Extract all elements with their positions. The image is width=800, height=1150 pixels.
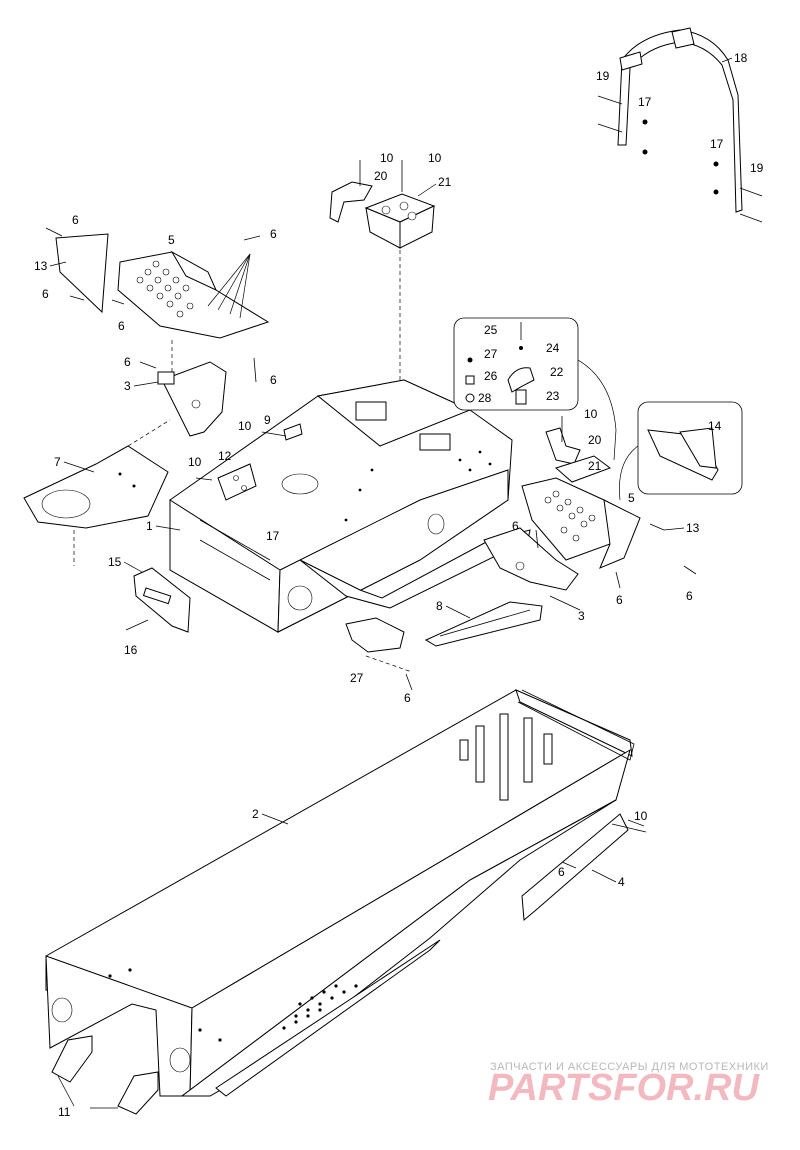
footrest-holes [136, 260, 194, 318]
callout-14: 14 [708, 419, 722, 433]
callout-13-right: 13 [686, 521, 700, 535]
callout-6-d: 6 [118, 319, 125, 333]
callout-17-a: 17 [638, 95, 652, 109]
detail-inset-box [453, 317, 617, 461]
callout-6-k: 6 [558, 865, 565, 879]
callout-6-a: 6 [72, 213, 79, 227]
bracket-20-right [545, 427, 581, 465]
clip-9 [283, 423, 303, 441]
plates-11 [51, 1035, 159, 1115]
callout-11: 11 [58, 1105, 71, 1119]
footrest-left-part [55, 233, 270, 339]
fastener-set [45, 227, 697, 869]
callout-10-d: 10 [188, 455, 202, 469]
detail-inset-box-14 [619, 401, 743, 501]
callout-19-a: 19 [596, 69, 610, 83]
callout-6-g: 6 [512, 519, 519, 533]
callout-24: 24 [546, 341, 560, 355]
callout-3-left: 3 [124, 379, 131, 393]
tunnel-part [45, 689, 635, 1097]
callout-10-a: 10 [380, 151, 394, 165]
bracket-27-bottom [345, 617, 405, 653]
watermark-caption: ЗАПЧАСТИ И АКСЕССУАРЫ ДЛЯ МОТОТЕХНИКИ [490, 1061, 769, 1073]
callout-1: 1 [146, 519, 153, 533]
callout-15: 15 [108, 555, 122, 569]
callout-21-b: 21 [588, 459, 602, 473]
bolt-set-19 [597, 95, 763, 223]
plate-4 [521, 813, 647, 921]
tunnel-perforation [282, 984, 358, 1030]
callout-28: 28 [478, 391, 492, 405]
callout-18: 18 [734, 51, 748, 65]
bracket-3-right [483, 527, 581, 611]
callout-5-right: 5 [628, 491, 635, 505]
handle-bar-part [617, 27, 743, 213]
footrest-right-part [521, 477, 641, 569]
nut-set-17 [642, 119, 719, 195]
callout-5-left: 5 [168, 233, 175, 247]
callout-labels: 1 2 3 3 4 5 5 6 6 6 6 6 6 6 6 6 6 6 7 8 … [34, 51, 764, 1119]
bracket-15 [133, 567, 191, 633]
callout-21-a: 21 [438, 175, 452, 189]
callout-2: 2 [252, 807, 259, 821]
callout-7: 7 [54, 455, 61, 469]
callout-10-e: 10 [584, 407, 598, 421]
callout-6-j: 6 [404, 691, 411, 705]
callout-12: 12 [218, 449, 232, 463]
callout-13-left: 13 [34, 259, 48, 273]
watermark: ЗАПЧАСТИ И АКСЕССУАРЫ ДЛЯ МОТОТЕХНИКИ PA… [488, 1061, 769, 1109]
bracket-3-left [157, 361, 227, 437]
main-chassis-part [169, 379, 531, 633]
rail-8 [424, 601, 543, 647]
callout-10-c: 10 [238, 419, 252, 433]
callout-8: 8 [436, 599, 443, 613]
callout-6-b: 6 [270, 227, 277, 241]
plate-21-top [364, 193, 436, 249]
callout-25: 25 [484, 323, 498, 337]
plate-21-right [555, 455, 612, 483]
callout-27-b: 27 [350, 671, 364, 685]
callout-3-right: 3 [578, 609, 585, 623]
bracket-12 [217, 463, 257, 501]
callout-23: 23 [546, 389, 560, 403]
callout-6-h: 6 [616, 593, 623, 607]
callout-20-b: 20 [588, 433, 602, 447]
callout-6-e: 6 [124, 355, 131, 369]
callout-22: 22 [550, 365, 564, 379]
callout-17-c: 17 [266, 529, 280, 543]
callout-26: 26 [484, 369, 498, 383]
bracket-20-top [329, 160, 403, 223]
callout-19-b: 19 [750, 161, 764, 175]
callout-6-i: 6 [686, 589, 693, 603]
callout-6-c: 6 [42, 287, 49, 301]
callout-6-f: 6 [270, 373, 277, 387]
callout-20-a: 20 [374, 169, 388, 183]
callout-4: 4 [618, 875, 625, 889]
callout-27-a: 27 [484, 347, 498, 361]
callout-17-b: 17 [710, 137, 724, 151]
callout-10-f: 10 [634, 809, 648, 823]
callout-10-b: 10 [428, 151, 442, 165]
callout-16: 16 [124, 643, 138, 657]
callout-9: 9 [264, 413, 271, 427]
watermark-logo: PARTSFOR.RU [488, 1067, 760, 1109]
skid-plate-7 [23, 445, 169, 529]
